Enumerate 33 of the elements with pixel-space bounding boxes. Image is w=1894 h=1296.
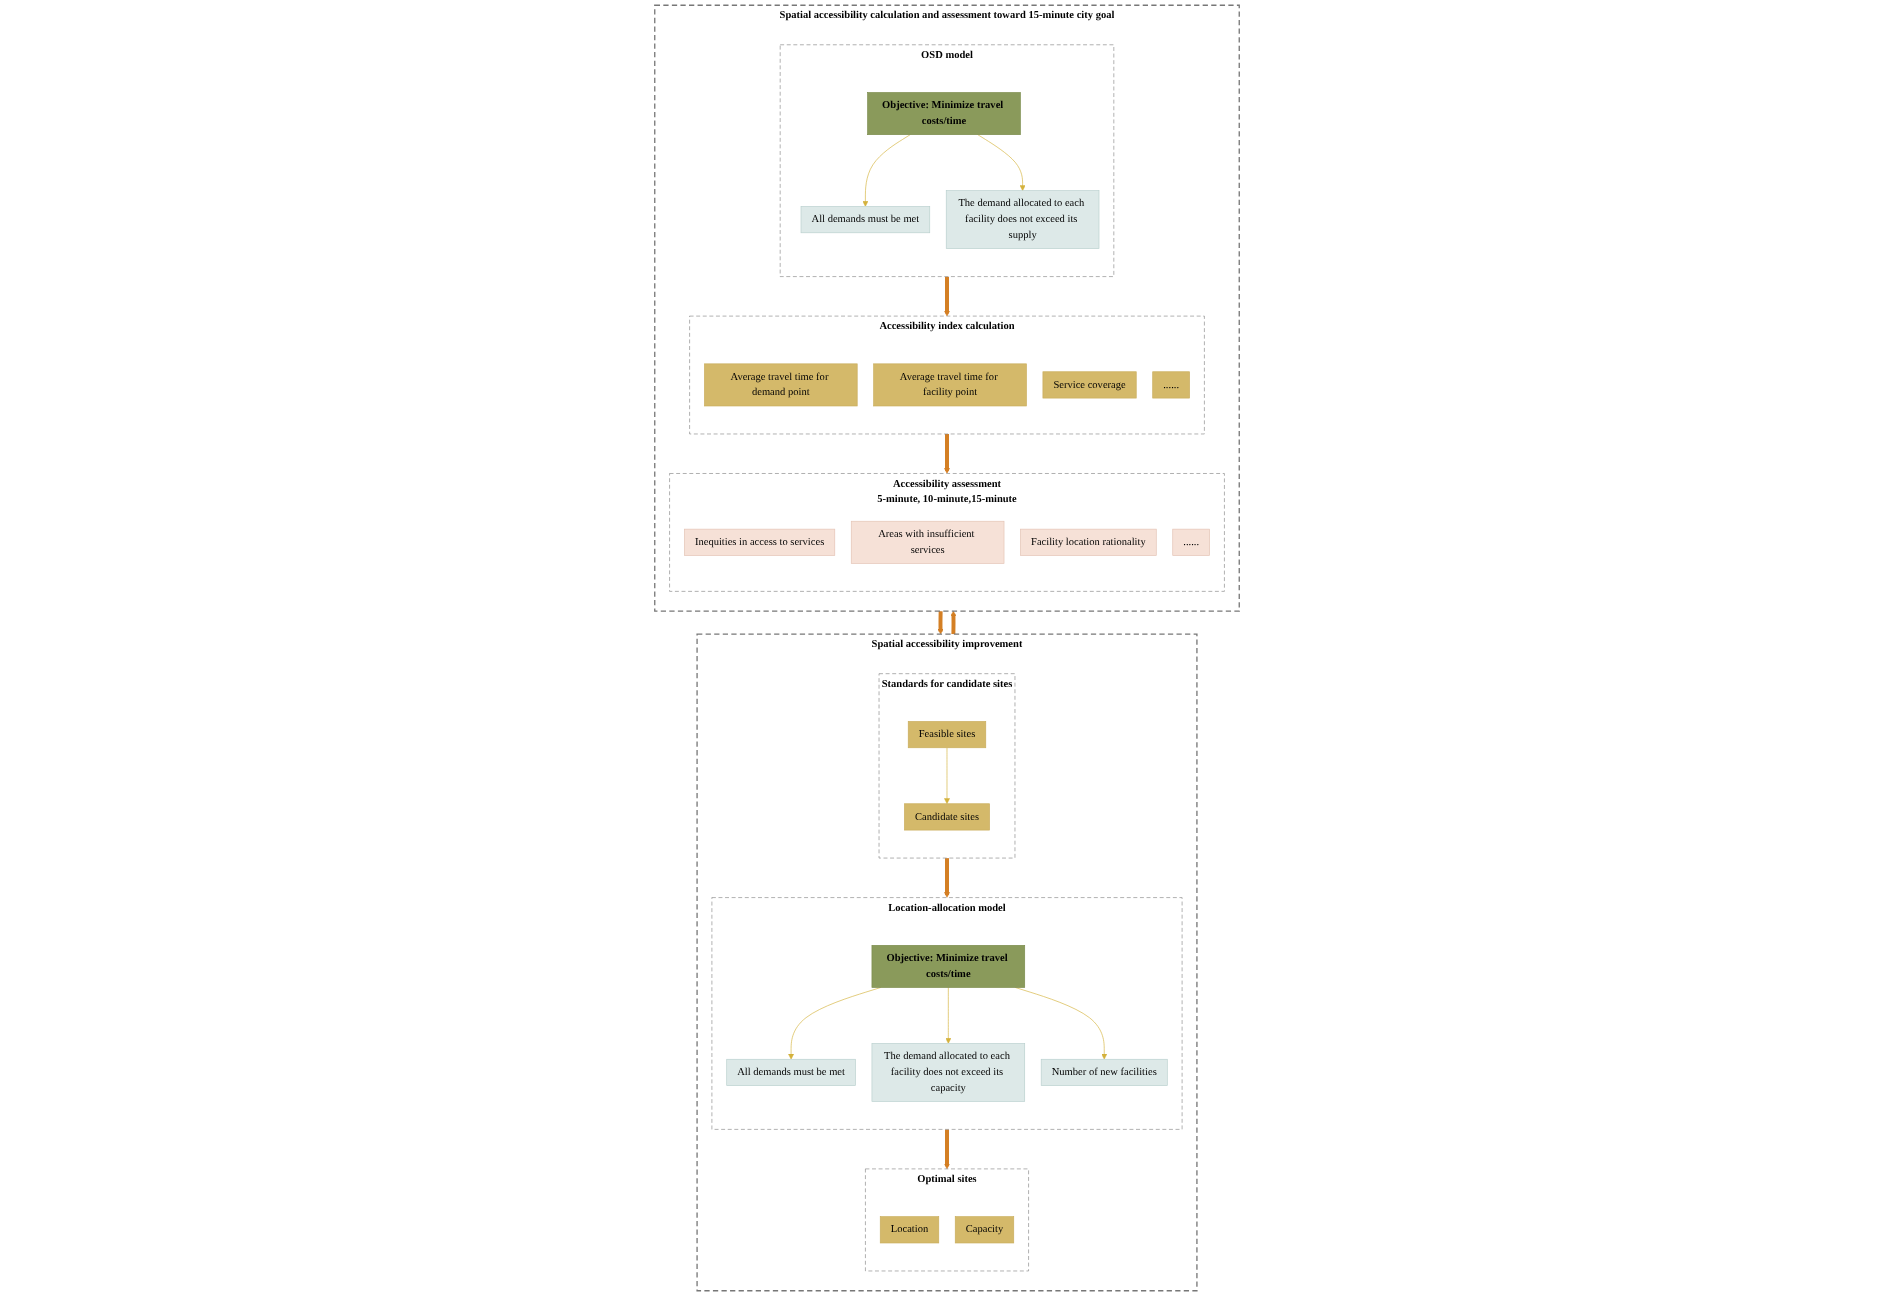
node-box xyxy=(726,1058,856,1086)
cluster xyxy=(654,4,1240,612)
node-box xyxy=(704,363,858,407)
arrow xyxy=(944,434,950,474)
node-box xyxy=(1042,371,1137,399)
node-box xyxy=(1152,371,1190,399)
node-box xyxy=(954,1216,1015,1244)
arrow xyxy=(950,610,957,635)
arrow xyxy=(944,276,950,317)
node-box xyxy=(871,1043,1026,1102)
cluster xyxy=(696,633,1198,1292)
cluster xyxy=(779,44,1115,277)
node-box xyxy=(800,206,931,234)
node-box xyxy=(684,528,836,556)
cluster xyxy=(669,473,1225,592)
cluster xyxy=(865,1168,1029,1272)
node-box xyxy=(907,721,987,749)
node-box xyxy=(867,92,1021,135)
node-box xyxy=(1172,528,1210,556)
node-box xyxy=(1020,528,1157,556)
node-box xyxy=(879,1216,940,1244)
node-box xyxy=(904,803,990,831)
node-box xyxy=(945,190,1100,249)
arrow xyxy=(944,858,950,898)
node-box xyxy=(871,945,1026,988)
node-box xyxy=(1040,1058,1168,1086)
cluster xyxy=(711,897,1183,1130)
node-box xyxy=(873,363,1027,407)
arrow xyxy=(944,1129,950,1170)
cluster xyxy=(689,315,1205,435)
arrow xyxy=(937,611,944,635)
node-box xyxy=(850,520,1005,564)
cluster xyxy=(878,673,1016,859)
